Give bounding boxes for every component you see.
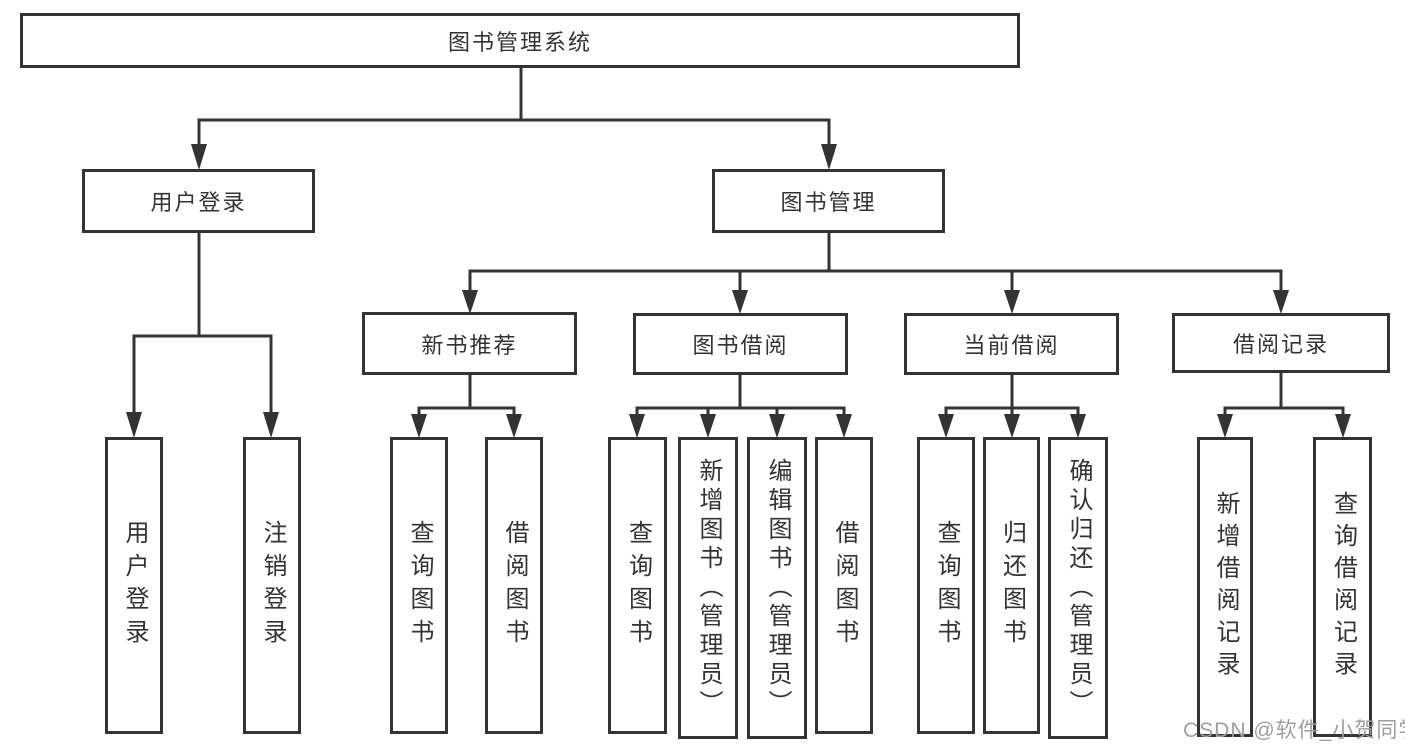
- leaf-add-borrow-record-label: 新增借阅记录: [1212, 491, 1239, 683]
- leaf-query-books-recommend: 查询图书: [390, 437, 448, 734]
- arrow-down-icon: [1004, 414, 1020, 438]
- leaf-confirm-return-admin-label: 确认归还（管理员）: [1065, 457, 1092, 719]
- arrow-down-icon: [191, 144, 207, 170]
- node-book-management: 图书管理: [712, 169, 945, 233]
- arrow-down-icon: [1070, 414, 1086, 438]
- connector-borrow-records-children: [1223, 373, 1345, 420]
- node-new-book-recommend: 新书推荐: [362, 312, 577, 375]
- arrow-down-icon: [263, 412, 279, 438]
- node-borrow-records: 借阅记录: [1172, 313, 1390, 373]
- leaf-return-books-label: 归还图书: [998, 519, 1026, 652]
- arrow-down-icon: [1273, 290, 1289, 314]
- arrow-down-icon: [1335, 414, 1351, 438]
- connector-book-management-children: [468, 233, 1283, 294]
- arrow-down-icon: [411, 414, 427, 438]
- arrow-down-icon: [462, 290, 478, 314]
- connector-new-book-children: [417, 375, 516, 420]
- arrow-down-icon: [700, 414, 716, 438]
- node-user-login: 用户登录: [82, 169, 315, 233]
- node-current-borrowing: 当前借阅: [904, 313, 1119, 375]
- arrow-down-icon: [769, 414, 785, 438]
- watermark: CSDN @软件_小贺同学: [1183, 719, 1405, 742]
- connector-root-to-level2: [197, 68, 831, 148]
- arrow-down-icon: [732, 290, 748, 314]
- leaf-query-books-recommend-label: 查询图书: [406, 519, 433, 652]
- arrow-down-icon: [126, 412, 142, 438]
- leaf-edit-books-admin: 编辑图书（管理员）: [747, 437, 807, 739]
- leaf-add-borrow-record: 新增借阅记录: [1197, 437, 1253, 737]
- connector-user-login-children: [132, 233, 273, 416]
- leaf-borrow-books-recommend: 借阅图书: [485, 437, 543, 734]
- leaf-return-books: 归还图书: [983, 437, 1040, 734]
- leaf-query-books-current-label: 查询图书: [933, 519, 960, 652]
- arrow-down-icon: [821, 144, 837, 170]
- arrow-down-icon: [1217, 414, 1233, 438]
- leaf-logout-login: 注销登录: [243, 437, 301, 734]
- arrow-down-icon: [938, 414, 954, 438]
- leaf-add-books-admin-label: 新增图书（管理员）: [695, 457, 722, 719]
- arrow-down-icon: [629, 414, 645, 438]
- arrowheads: [126, 144, 1351, 438]
- leaf-logout-login-label: 注销登录: [259, 519, 286, 652]
- node-book-borrowing: 图书借阅: [633, 313, 848, 375]
- leaf-borrow-books-borrowing-label: 借阅图书: [831, 519, 858, 652]
- leaf-user-login-label: 用户登录: [121, 519, 148, 652]
- leaf-borrow-books-borrowing: 借阅图书: [815, 437, 873, 734]
- leaf-query-borrow-record: 查询借阅记录: [1313, 437, 1372, 737]
- leaf-edit-books-admin-label: 编辑图书（管理员）: [764, 457, 791, 719]
- arrow-down-icon: [1004, 290, 1020, 314]
- leaf-confirm-return-admin: 确认归还（管理员）: [1048, 437, 1108, 739]
- leaf-add-books-admin: 新增图书（管理员）: [678, 437, 738, 739]
- leaf-user-login: 用户登录: [105, 437, 163, 734]
- leaf-query-borrow-record-label: 查询借阅记录: [1329, 491, 1357, 683]
- leaf-borrow-books-recommend-label: 借阅图书: [501, 519, 528, 652]
- connector-current-borrowing-children: [944, 375, 1080, 420]
- leaf-query-books-borrowing: 查询图书: [608, 437, 667, 734]
- arrow-down-icon: [506, 414, 522, 438]
- leaf-query-books-current: 查询图书: [917, 437, 975, 734]
- connector-book-borrowing-children: [635, 375, 846, 420]
- arrow-down-icon: [836, 414, 852, 438]
- node-library-system: 图书管理系统: [20, 13, 1020, 68]
- leaf-query-books-borrowing-label: 查询图书: [624, 519, 652, 652]
